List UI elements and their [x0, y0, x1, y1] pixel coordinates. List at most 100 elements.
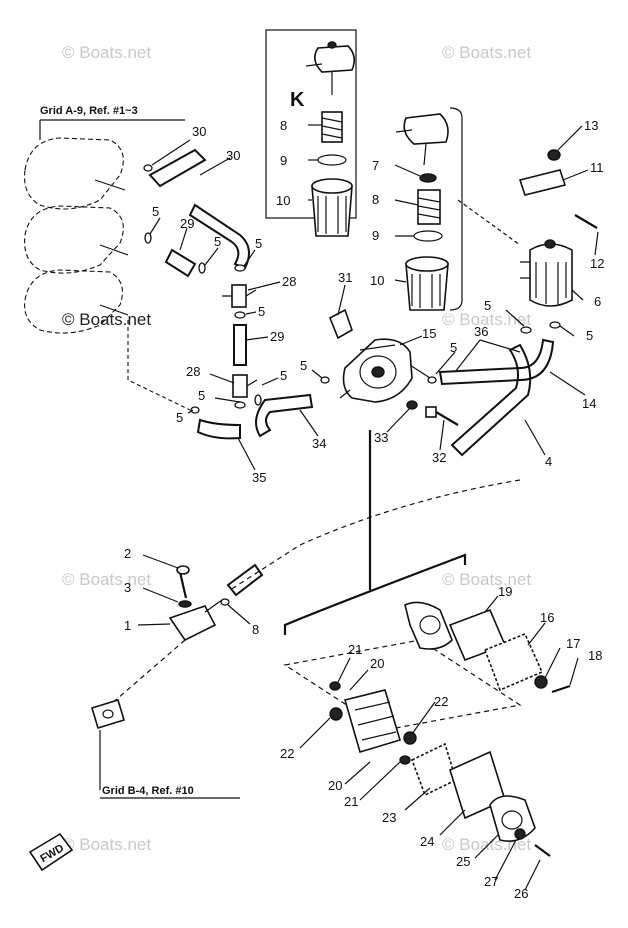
callout-22: 22 — [280, 746, 294, 761]
callout-20: 20 — [370, 656, 384, 671]
filter-head-b — [395, 113, 449, 166]
bracket-bar — [283, 553, 467, 635]
grid-ref-top: Grid A-9, Ref. #1~3 — [40, 105, 138, 117]
callout-33: 33 — [374, 430, 388, 445]
hose-9 — [226, 563, 264, 597]
seal-7 — [419, 173, 437, 183]
filter-kit-box — [265, 29, 357, 219]
screw-head — [176, 565, 190, 575]
callout-21: 21 — [344, 794, 358, 809]
washer-33 — [406, 400, 418, 410]
callout-29: 29 — [270, 329, 284, 344]
callout-21: 21 — [348, 642, 362, 657]
callout-15: 15 — [422, 326, 436, 341]
washer-17 — [534, 675, 548, 689]
joint-28b — [232, 374, 258, 398]
callout-8: 8 — [280, 118, 287, 133]
grid-ref-bottom: Grid B-4, Ref. #10 — [102, 785, 194, 797]
bolt-12 — [574, 214, 598, 229]
spring-8a — [321, 111, 343, 143]
fuel-pump-15 — [339, 338, 431, 403]
carburetor-group — [24, 137, 191, 411]
callout-17: 17 — [566, 636, 580, 651]
watermark: © Boats.net — [62, 310, 151, 329]
hose-30b — [188, 203, 250, 270]
hose-29a — [164, 248, 197, 278]
callout-28: 28 — [282, 274, 296, 289]
diaphragm-16 — [483, 632, 544, 692]
washer-3 — [178, 600, 192, 608]
filter-cup-10a — [311, 178, 353, 237]
watermark: © Boats.net — [442, 310, 531, 329]
callout-10: 10 — [370, 273, 384, 288]
callout-22: 22 — [434, 694, 448, 709]
oring-9a — [317, 154, 347, 166]
callout-25: 25 — [456, 854, 470, 869]
callout-5: 5 — [255, 236, 262, 251]
connector — [91, 698, 125, 730]
callout-5: 5 — [484, 298, 491, 313]
callout-5: 5 — [258, 304, 265, 319]
callout-3: 3 — [124, 580, 131, 595]
pump-body — [329, 681, 417, 765]
callout-36: 36 — [474, 324, 488, 339]
callout-16: 16 — [540, 610, 554, 625]
callout-27: 27 — [484, 874, 498, 889]
callout-9: 8 — [252, 622, 259, 637]
callout-13: 13 — [584, 118, 598, 133]
hose-4 — [450, 343, 532, 457]
watermark: © Boats.net — [62, 570, 151, 589]
callout-5: 5 — [214, 234, 221, 249]
grid-ref-bracket — [39, 119, 185, 140]
callout-5: 5 — [450, 340, 457, 355]
callout-5: 5 — [300, 358, 307, 373]
callout-14: 14 — [582, 396, 596, 411]
washer-27 — [514, 828, 526, 840]
callout-12: 12 — [590, 256, 604, 271]
callout-5: 5 — [198, 388, 205, 403]
callout-19: 19 — [498, 584, 512, 599]
callout-30: 30 — [226, 148, 240, 163]
callout-32: 32 — [432, 450, 446, 465]
bracket-line — [449, 107, 463, 311]
joint-28a — [222, 284, 257, 308]
callout-5: 5 — [280, 368, 287, 383]
callout-10: 10 — [276, 193, 290, 208]
assembly-frame — [283, 639, 522, 731]
callout-18: 18 — [588, 648, 602, 663]
callout-6: 6 — [594, 294, 601, 309]
callout-11: 11 — [590, 160, 604, 175]
leader-36 — [454, 339, 521, 373]
nut-13 — [547, 149, 561, 161]
callout-8: 8 — [372, 192, 379, 207]
callout-9: 9 — [280, 153, 287, 168]
kit-label: K — [290, 89, 305, 111]
hose-30a — [148, 148, 207, 188]
callout-24: 24 — [420, 834, 434, 849]
screw-18 — [551, 684, 571, 694]
fwd-arrow-icon: FWD — [28, 832, 74, 872]
callout-29: 29 — [180, 216, 194, 231]
callout-23: 23 — [382, 810, 396, 825]
callout-5: 5 — [586, 328, 593, 343]
screw-26 — [534, 844, 551, 857]
callout-4: 4 — [545, 454, 552, 469]
callout-34: 34 — [312, 436, 326, 451]
filter-cup-10b — [405, 256, 449, 311]
callout-31: 31 — [338, 270, 352, 285]
bracket-31 — [328, 308, 353, 340]
fuel-filter-6 — [520, 239, 573, 307]
hose-29b — [233, 324, 247, 366]
callout-leaders — [137, 124, 599, 891]
cover-19 — [404, 601, 453, 650]
spring-8b — [417, 189, 441, 225]
assembly-line — [457, 199, 521, 246]
callout-35: 35 — [252, 470, 266, 485]
hose-34 — [255, 393, 314, 438]
callout-5: 30 — [192, 124, 206, 139]
watermark: © Boats.net — [62, 835, 151, 854]
watermark: © Boats.net — [442, 570, 531, 589]
callout-7: 7 — [372, 158, 379, 173]
